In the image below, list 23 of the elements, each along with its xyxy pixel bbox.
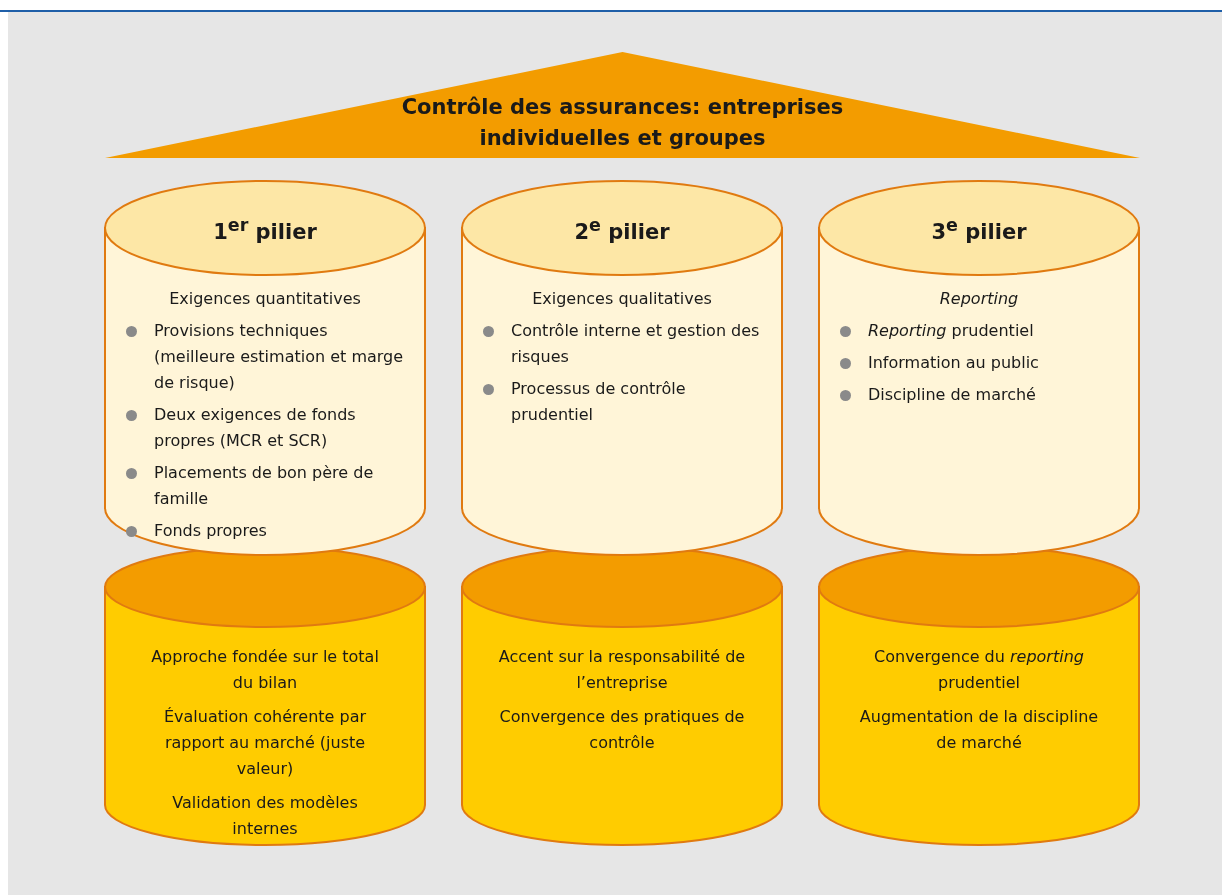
section-heading: Exigences quantitatives [168,288,362,310]
bullet-text: Provisions techniques (meilleure estimation et marge de risque) [154,320,405,394]
bullet-text: Reporting prudentiel [868,320,1035,342]
bullet-text: Fonds propres [154,520,268,542]
bullet-text: Information au public [868,352,1040,374]
base-text: Approche fondée sur le total du bilan [150,646,380,694]
base-text: Convergence des pratiques de contrôle [498,706,746,754]
bullet-text: Discipline de marché [868,384,1037,406]
bullet-text: Processus de contrôle prudentiel [511,378,687,426]
roof-title: Contrôle des assurances: entreprises individuelles et groupes [400,94,845,152]
base-text: Convergence du reporting prudentiel [873,646,1085,694]
bullet-text: Placements de bon père de famille [154,462,375,510]
pillar-heading: 3$^{e}$ pilier [930,214,1028,245]
section-heading: Reporting [938,288,1020,310]
bullet-text: Contrôle interne et gestion des risques [511,320,761,368]
section-heading: Exigences qualitatives [531,288,713,310]
base-text: Validation des modèles internes [171,792,359,840]
pillar-heading: 2$^{e}$ pilier [573,214,671,245]
base-text: Évaluation cohérente par rapport au marché (juste valeur) [163,706,367,780]
pillar-heading: 1$^{er}$ pilier [212,214,318,245]
bullet-text: Deux exigences de fonds propres (MCR et SCR) [154,404,357,452]
base-text: Augmentation de la discipline de marché [858,706,1100,754]
base-text: Accent sur la responsabilité de l’entreprise [497,646,747,694]
